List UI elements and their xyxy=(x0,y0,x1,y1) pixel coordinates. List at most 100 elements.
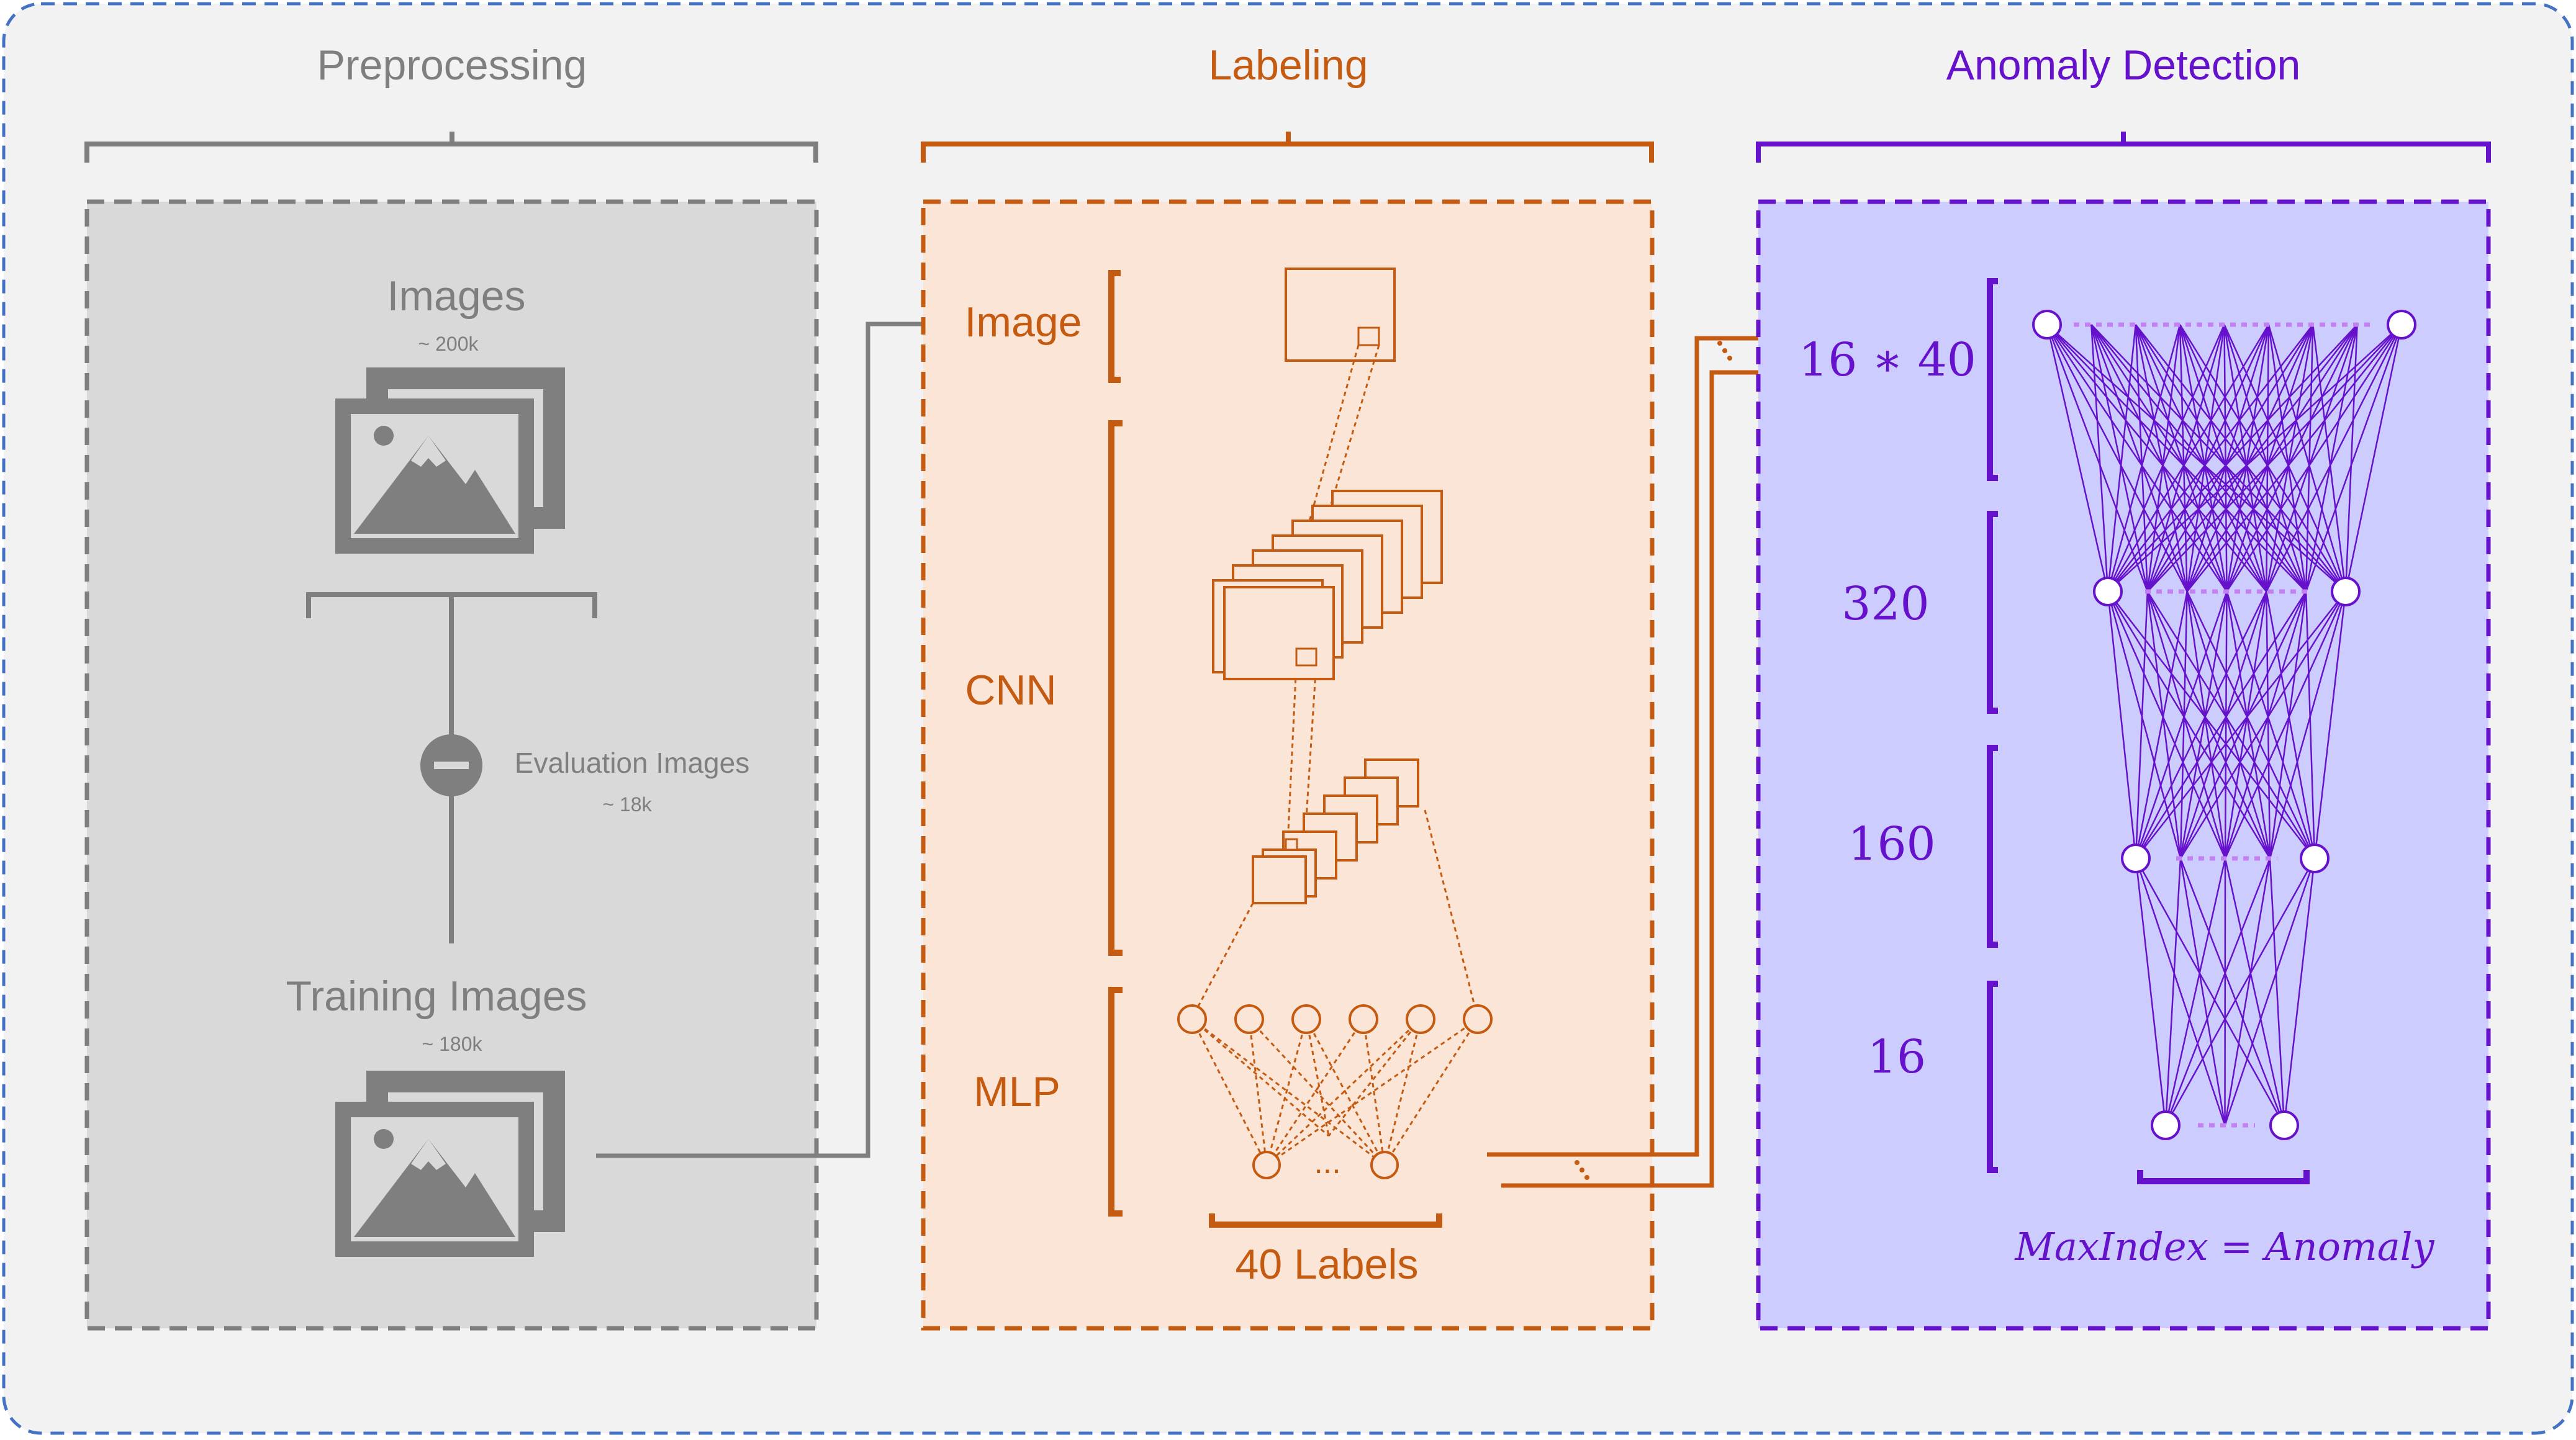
network-edge xyxy=(2269,591,2307,859)
network-edge xyxy=(2146,324,2314,592)
network-edge xyxy=(2223,324,2267,592)
network-edge xyxy=(2164,858,2316,1126)
network-edge xyxy=(2266,324,2358,592)
network-edge xyxy=(2107,591,2271,859)
network-edges xyxy=(2046,324,2403,1126)
layer-brackets xyxy=(1987,278,1998,1173)
images-label: Images xyxy=(387,272,526,320)
network-edge xyxy=(2107,324,2269,592)
network-edge xyxy=(2164,858,2271,1126)
labeling-to-anomaly-lines xyxy=(1487,336,1788,1188)
network-edge xyxy=(2146,324,2181,592)
network-edge xyxy=(2186,324,2402,592)
network-edge xyxy=(2135,324,2228,592)
network-edge xyxy=(2179,324,2347,592)
labels-bracket xyxy=(1209,1213,1442,1228)
layer-size-input: 16 ∗ 40 xyxy=(1799,333,1976,387)
network-edge xyxy=(2283,858,2316,1126)
anomaly-detection-section: Anomaly Detection 16 ∗ 40 320 160 16 Max… xyxy=(1756,42,2491,1331)
anomaly-detection-brace xyxy=(1756,132,2491,163)
image-stage-bracket xyxy=(1108,270,1121,383)
network-edge xyxy=(2046,324,2188,592)
network-edge xyxy=(2267,324,2307,592)
layer-size-hidden-1: 320 xyxy=(1842,577,1929,631)
network-edge xyxy=(2226,324,2403,592)
mlp-input-nodes xyxy=(1177,1004,1493,1034)
network-edge xyxy=(2223,324,2307,592)
network-edge xyxy=(2090,324,2109,592)
network-edge xyxy=(2046,324,2267,592)
network-edge xyxy=(2146,324,2225,592)
network-node xyxy=(2269,1110,2299,1140)
network-nodes xyxy=(2032,310,2416,1140)
labeling-box xyxy=(921,199,1655,1331)
network-edge xyxy=(2179,324,2307,592)
network-edge xyxy=(2046,324,2149,592)
network-edge xyxy=(2179,858,2285,1126)
network-edge xyxy=(2090,324,2149,592)
network-edge xyxy=(2305,324,2358,592)
network-edge xyxy=(2186,324,2270,592)
labeling-brace xyxy=(921,132,1654,163)
network-edge xyxy=(2224,858,2271,1126)
network-edge xyxy=(2312,324,2347,592)
network-edge xyxy=(2266,324,2314,592)
mlp-output-nodes xyxy=(1252,1151,1399,1179)
network-edge xyxy=(2179,591,2267,859)
network-edge xyxy=(2046,324,2228,592)
network-edge xyxy=(2135,591,2307,859)
network-edge xyxy=(2269,591,2347,859)
network-edge xyxy=(2313,591,2347,859)
network-edge xyxy=(2090,324,2228,592)
network-edge xyxy=(2269,858,2285,1126)
preprocessing-to-labeling-line xyxy=(596,322,949,1158)
network-edge xyxy=(2186,591,2271,859)
network-edge xyxy=(2107,324,2181,592)
network-edge xyxy=(2107,591,2315,859)
network-edge xyxy=(2179,591,2188,859)
network-edge xyxy=(2135,324,2149,592)
network-edge xyxy=(2107,591,2182,859)
labeling-section: Labeling Image CNN MLP xyxy=(921,42,1655,1331)
preprocessing-brace xyxy=(84,132,818,163)
network-edge xyxy=(2224,591,2228,859)
network-edge xyxy=(2344,324,2403,592)
network-edge xyxy=(2305,591,2316,859)
evaluation-images-count: ~ 18k xyxy=(602,793,652,816)
network-edge xyxy=(2344,324,2358,592)
network-edge xyxy=(2186,591,2226,859)
network-edge xyxy=(2090,324,2188,592)
network-edge xyxy=(2179,591,2307,859)
network-edge xyxy=(2135,324,2188,592)
network-edge xyxy=(2135,591,2149,859)
mlp-stage-label: MLP xyxy=(974,1068,1060,1115)
evaluation-images-label: Evaluation Images xyxy=(515,747,749,779)
input-patch xyxy=(1357,326,1380,346)
mlp-connections xyxy=(1191,1018,1479,1166)
cnn-to-mlp-lines xyxy=(1191,809,1479,1019)
network-edge xyxy=(2186,324,2225,592)
autoencoder-network xyxy=(2032,310,2416,1140)
network-edge xyxy=(2090,324,2267,592)
network-edge xyxy=(2146,324,2402,592)
network-edge xyxy=(2186,324,2358,592)
network-edge xyxy=(2226,591,2316,859)
images-stack-icon xyxy=(335,367,565,554)
network-edge xyxy=(2135,858,2226,1126)
network-edge xyxy=(2090,324,2307,592)
network-edge xyxy=(2107,324,2358,592)
training-images-count: ~ 180k xyxy=(422,1033,483,1055)
max-index-formula: MaxIndex = Anomaly xyxy=(2014,1224,2434,1269)
network-edge xyxy=(2146,324,2270,592)
network-node xyxy=(2032,310,2062,340)
network-edge xyxy=(2146,324,2358,592)
network-edge xyxy=(2179,591,2228,859)
labeling-title: Labeling xyxy=(1208,42,1368,89)
output-bracket xyxy=(2137,1170,2310,1184)
network-edge xyxy=(2107,324,2136,592)
labels-caption: 40 Labels xyxy=(1236,1241,1419,1288)
network-edge xyxy=(2135,324,2307,592)
network-edge xyxy=(2135,591,2228,859)
